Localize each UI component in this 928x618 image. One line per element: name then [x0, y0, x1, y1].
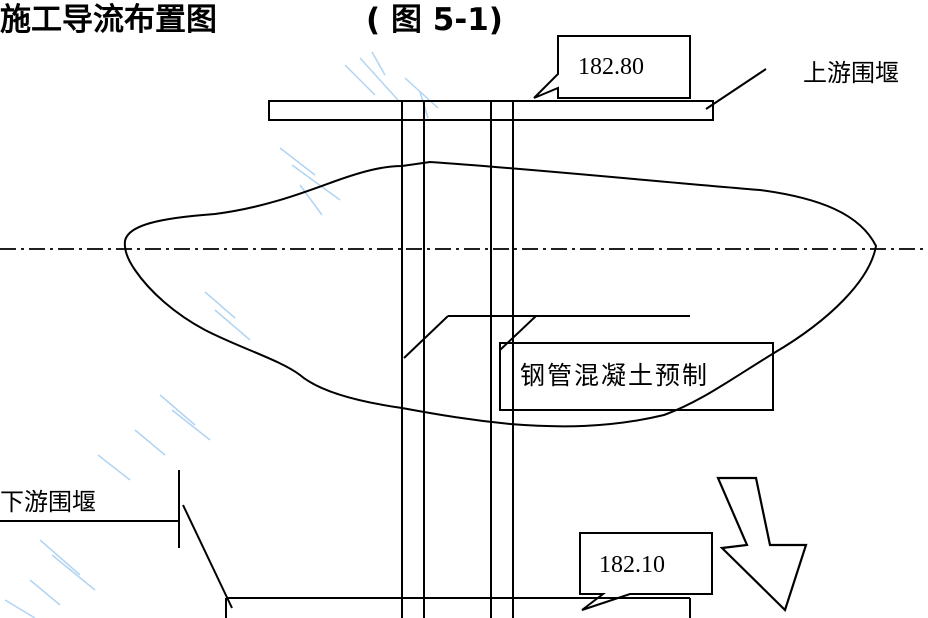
- upstream-elevation-label: 182.80: [578, 54, 644, 80]
- upstream-elevation-callout: [533, 35, 691, 99]
- upstream-cofferdam-label: 上游围堰: [803, 59, 899, 87]
- downstream-cofferdam-label: 下游围堰: [0, 488, 96, 516]
- flow-direction-arrow: [716, 476, 808, 613]
- precast-area-label: 钢管混凝土预制: [520, 361, 710, 390]
- watermark-strokes: [4, 51, 439, 618]
- precast-leader-right: [499, 315, 537, 351]
- precast-label-box: [499, 342, 774, 411]
- precast-leader-left: [403, 315, 449, 359]
- upstream-leader: [705, 68, 767, 110]
- downstream-elevation-callout: [579, 532, 713, 611]
- figure-number: ( 图 5-1): [366, 2, 503, 38]
- downstream-cofferdam-slope: [182, 504, 233, 609]
- downstream-elevation-label: 182.10: [599, 552, 665, 578]
- page-title: 施工导流布置图: [0, 2, 217, 38]
